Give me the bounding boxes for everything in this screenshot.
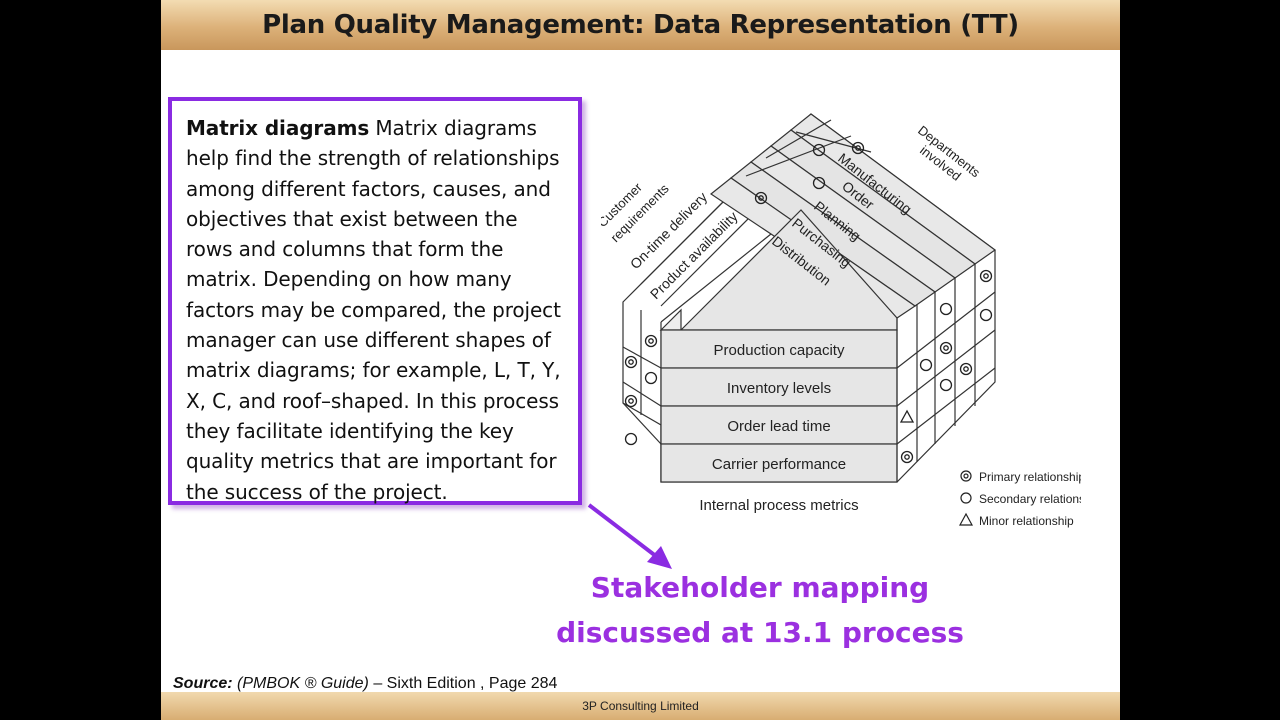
callout-line-2: discussed at 13.1 process: [556, 616, 964, 649]
callout-arrow: [587, 503, 672, 569]
primary-relationship-icon: [960, 470, 972, 482]
slide-title: Plan Quality Management: Data Representa…: [262, 10, 1019, 40]
metric-inventory-levels: Inventory levels: [727, 380, 831, 397]
roof-matrix-diagram: Production capacity Inventory levels Ord…: [601, 113, 1081, 528]
metric-order-lead-time: Order lead time: [727, 418, 830, 435]
metric-production-capacity: Production capacity: [714, 342, 845, 359]
minor-relationship-icon: [958, 512, 974, 526]
metric-carrier-performance: Carrier performance: [712, 456, 846, 473]
definition-box: Matrix diagrams Matrix diagrams help fin…: [168, 97, 582, 505]
definition-term: Matrix diagrams: [186, 116, 370, 140]
source-edition: – Sixth Edition , Page 284: [373, 675, 558, 692]
stakeholder-callout: Stakeholder mapping discussed at 13.1 pr…: [556, 565, 964, 655]
callout-line-1: Stakeholder mapping: [590, 571, 930, 604]
footer-company: 3P Consulting Limited: [582, 699, 699, 713]
diagram-legend: Primary relationship Secondary relations…: [958, 470, 1081, 528]
metrics-caption: Internal process metrics: [699, 497, 858, 514]
source-label: Source:: [173, 675, 233, 692]
title-bar: Plan Quality Management: Data Representa…: [161, 0, 1120, 50]
footer-bar: 3P Consulting Limited: [161, 692, 1120, 720]
source-book: (PMBOK ® Guide): [237, 675, 369, 692]
legend-primary: Primary relationship: [979, 470, 1081, 484]
definition-text: Matrix diagrams Matrix diagrams help fin…: [186, 113, 564, 507]
secondary-relationship-icon: [960, 492, 972, 504]
legend-secondary: Secondary relationship: [979, 492, 1081, 506]
slide: Plan Quality Management: Data Representa…: [161, 0, 1120, 720]
definition-body: Matrix diagrams help find the strength o…: [186, 116, 561, 504]
source-citation: Source: (PMBOK ® Guide) – Sixth Edition …: [173, 675, 557, 693]
legend-minor: Minor relationship: [979, 514, 1074, 528]
